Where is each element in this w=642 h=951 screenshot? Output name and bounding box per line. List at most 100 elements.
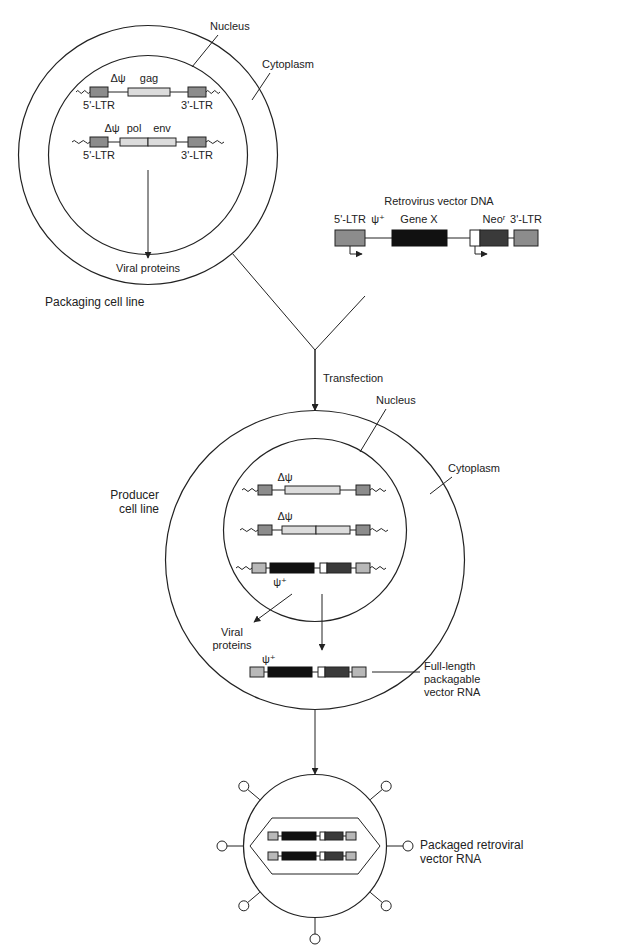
ltr-box [250, 667, 264, 677]
part-label: Full-length packagable vector RNA [424, 660, 499, 699]
ltr-box [90, 87, 108, 97]
leader-line [360, 409, 386, 452]
nucleus-circle-outline [49, 56, 248, 255]
ltr-box [356, 485, 370, 495]
vector-construct [236, 563, 386, 573]
ltr-box [268, 832, 278, 840]
envelope-spike [248, 789, 260, 799]
ltr-box [514, 230, 538, 246]
gene-box [285, 486, 340, 494]
part-label: Viral proteins [207, 626, 257, 652]
capsid [250, 818, 380, 874]
part-label: ψ⁺ [371, 213, 385, 226]
part-label: gag [140, 72, 158, 85]
gene-box [325, 667, 349, 677]
virion-circle-outline [244, 775, 387, 918]
promoter-arrow [350, 246, 362, 254]
dna-line [272, 530, 282, 531]
gene-box [270, 563, 314, 573]
dna-line [108, 142, 120, 143]
spike-knob [381, 781, 391, 791]
ltr-box [188, 87, 206, 97]
virion-circle-outline [243, 774, 387, 918]
part-label: env [153, 122, 171, 135]
promoter-box [470, 230, 480, 246]
expression-arrow [148, 170, 149, 258]
spike-knob [217, 841, 227, 851]
nucleus-circle-outline [48, 55, 248, 255]
gene-box [392, 230, 447, 246]
ltr-box [335, 230, 365, 246]
node-label: Producer cell line [93, 488, 159, 516]
promoter-box [318, 667, 325, 677]
gene-box [128, 88, 170, 96]
flow-arrow [315, 710, 316, 774]
part-label: Cytoplasm [448, 462, 500, 475]
flanking-dna [76, 91, 90, 94]
ltr-box [252, 563, 266, 573]
promoter-box [320, 832, 325, 840]
ltr-box [258, 485, 272, 495]
flanking-dna [370, 567, 386, 570]
node-label: Nucleus [376, 394, 416, 407]
envelope-spike [315, 918, 316, 934]
gene-box [120, 138, 148, 146]
flanking-dna [240, 529, 258, 532]
part-label: 5'-LTR [83, 149, 115, 162]
gene-box [282, 526, 316, 534]
pol-env-construct [240, 525, 388, 535]
part-label: 5'-LTR [83, 99, 115, 112]
gene-box [327, 563, 351, 573]
spike-knob [403, 841, 413, 851]
dna-line [508, 238, 514, 239]
part-label: 3'-LTR [510, 213, 542, 226]
nucleus-circle-outline [224, 439, 407, 622]
dna-line [340, 490, 356, 491]
part-label: Δψ [277, 471, 292, 484]
ltr-box [90, 137, 108, 147]
envelope-spike [248, 892, 260, 902]
flanking-dna [72, 141, 90, 144]
rna-line [316, 856, 320, 857]
part-label: Transfection [323, 372, 383, 385]
flanking-dna [206, 91, 220, 94]
ltr-box [268, 852, 278, 860]
dna-line [351, 568, 356, 569]
part-label: 3'-LTR [181, 149, 213, 162]
dna-line [447, 238, 470, 239]
gag-construct [242, 485, 386, 495]
envelope-spike [387, 846, 403, 847]
virion-spikes [217, 781, 413, 944]
pol-env-construct [72, 137, 224, 147]
cell-circle-outline [166, 411, 465, 710]
part-label: 3'-LTR [181, 99, 213, 112]
gene-box [282, 852, 316, 860]
flanking-dna [370, 529, 388, 532]
dna-line [108, 92, 128, 93]
cell-circle: Producer cell lineNucleus [165, 410, 465, 710]
ltr-box [356, 563, 370, 573]
gene-box [325, 832, 343, 840]
part-label: Neoʳ [483, 213, 506, 226]
dna-line [350, 530, 356, 531]
flanking-dna [242, 489, 258, 492]
flanking-dna [370, 489, 386, 492]
ltr-box [346, 832, 356, 840]
dna-line [314, 568, 320, 569]
dna-line [266, 568, 270, 569]
nucleus-circle: Nucleus [223, 438, 407, 622]
transcription-arrow [322, 594, 323, 650]
flow-arrow [233, 254, 315, 410]
rna-line [316, 836, 320, 837]
cell-circle: Packaging cell lineNucleus [18, 25, 278, 285]
part-label: ψ⁺ [273, 576, 287, 589]
flanking-dna [206, 141, 224, 144]
dna-line [170, 92, 188, 93]
ltr-box [356, 525, 370, 535]
dna-line [365, 238, 392, 239]
part-label: Gene X [400, 213, 437, 226]
rna-line [264, 672, 268, 673]
part-label: 5'-LTR [334, 213, 366, 226]
